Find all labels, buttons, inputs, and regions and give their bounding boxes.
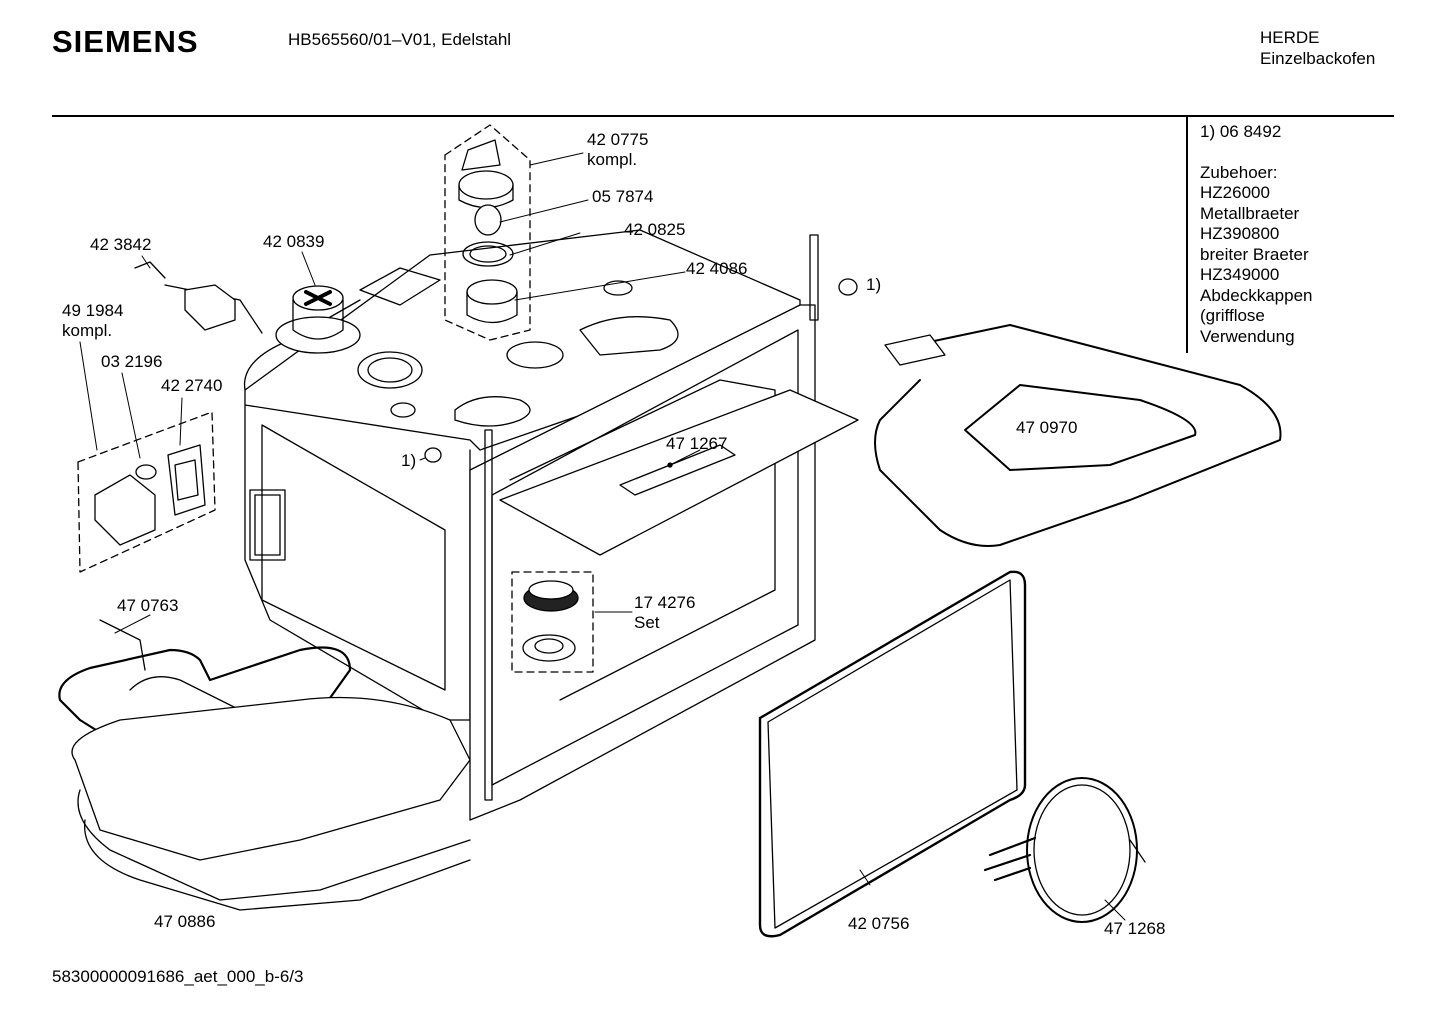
- leader-lines: [79, 152, 1126, 921]
- header-rule: [52, 115, 1394, 117]
- note-line: HZ26000: [1200, 183, 1270, 202]
- grill-heater: [874, 324, 1282, 547]
- note-line: Metallbraeter: [1200, 203, 1300, 223]
- top-panel: [499, 389, 859, 556]
- part-note: kompl.: [587, 150, 638, 169]
- brand-logo: SIEMENS: [52, 24, 199, 59]
- switch-assembly: [77, 411, 216, 573]
- lamp-cover-set: [511, 571, 594, 673]
- model-title: HB565560/01–V01, Edelstahl: [288, 30, 512, 49]
- part-label-491984: 49 1984 kompl.: [62, 301, 123, 341]
- footnote: 1) 06 8492: [1200, 122, 1282, 141]
- part-label-471268: 47 1268: [1104, 919, 1166, 938]
- oven-housing: [243, 229, 801, 721]
- part-label-424086: 42 4086: [686, 259, 748, 278]
- side-divider: [1186, 117, 1188, 353]
- category-line-1: HERDE: [1260, 28, 1320, 47]
- part-label-470886: 47 0886: [154, 912, 216, 931]
- accessory-notes: 1) 06 8492 Zubehoer: HZ26000 Metallbraet…: [1200, 122, 1312, 347]
- note-line: Zubehoer:: [1200, 162, 1278, 182]
- category-line-2: Einzelbackofen: [1260, 49, 1376, 68]
- note-line: HZ349000: [1200, 265, 1280, 284]
- part-label-420756: 42 0756: [848, 914, 910, 933]
- part-label-174276: 17 4276 Set: [634, 593, 695, 633]
- note-line: HZ390800: [1200, 224, 1280, 243]
- document-id: 58300000091686_aet_000_b-6/3: [52, 967, 304, 986]
- part-label-420839: 42 0839: [263, 232, 325, 251]
- plug-part: [838, 278, 858, 296]
- part-label-470763: 47 0763: [117, 596, 179, 615]
- part-number: 49 1984: [62, 301, 124, 320]
- footnote-marker: 1): [866, 275, 882, 294]
- plug-part: [424, 447, 442, 463]
- footnote-marker: 1): [401, 451, 417, 470]
- part-label-420825: 42 0825: [624, 220, 686, 239]
- lamp-assembly: [444, 124, 531, 341]
- part-label-420775: 42 0775 kompl.: [587, 130, 648, 170]
- circular-heater: [983, 777, 1146, 923]
- knob-part: [275, 285, 361, 354]
- part-label-057874: 05 7874: [592, 187, 654, 206]
- note-line: Verwendung: [1200, 326, 1295, 346]
- insulation-mat: [71, 696, 471, 911]
- part-label-470970: 47 0970: [1016, 418, 1078, 437]
- part-label-423842: 42 3842: [90, 235, 152, 254]
- category: HERDE Einzelbackofen: [1260, 27, 1375, 69]
- part-note: kompl.: [62, 321, 113, 340]
- door-seal: [758, 570, 1027, 938]
- part-number: 17 4276: [634, 593, 696, 612]
- part-number: 42 0775: [587, 130, 649, 149]
- part-label-471267: 47 1267: [666, 434, 728, 453]
- note-line: (grifflose: [1200, 306, 1265, 325]
- part-label-032196: 03 2196: [101, 352, 163, 371]
- part-note: Set: [634, 613, 660, 632]
- note-line: Abdeckkappen: [1200, 285, 1313, 305]
- note-line: breiter Braeter: [1200, 244, 1309, 264]
- part-label-422740: 42 2740: [161, 376, 223, 395]
- sensor-part: [134, 261, 263, 334]
